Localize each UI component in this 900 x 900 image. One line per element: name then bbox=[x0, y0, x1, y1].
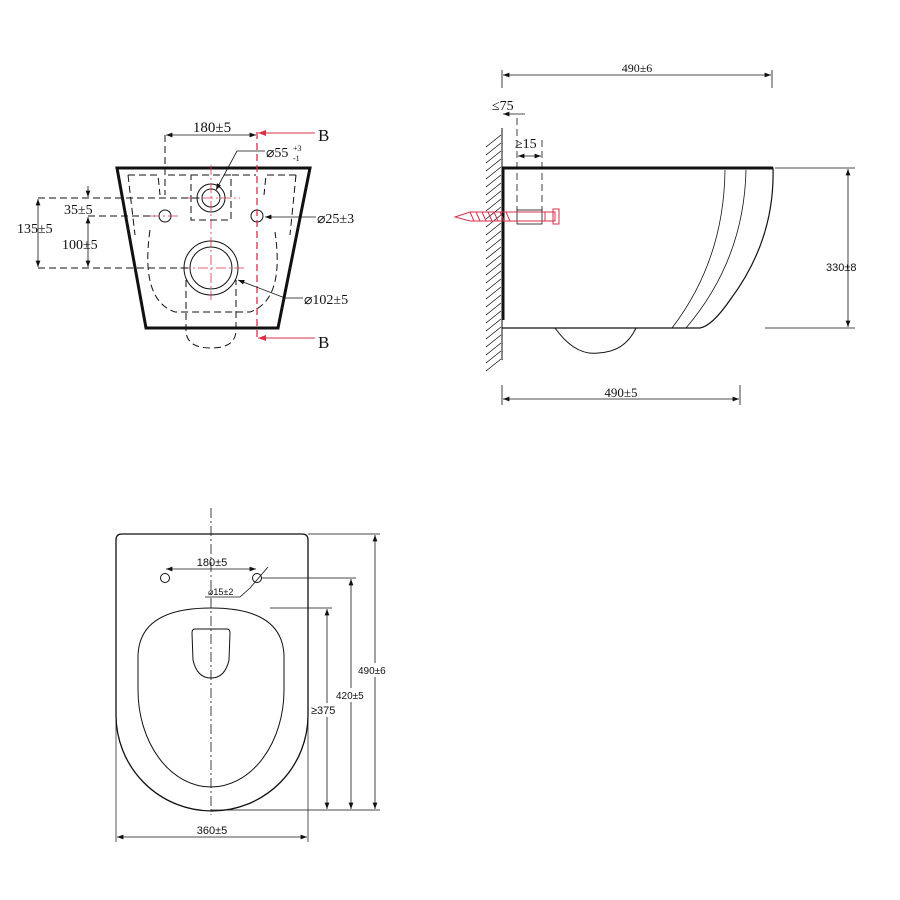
dim-hole-to-front: 420±5 bbox=[336, 691, 364, 702]
dim-outlet: ⌀102±5 bbox=[304, 293, 348, 308]
front-body-outline bbox=[115, 166, 312, 330]
dim-height: 330±8 bbox=[826, 262, 857, 274]
dim-hole-spacing-top: 180±5 bbox=[197, 557, 228, 569]
dim-135: 135±5 bbox=[17, 222, 53, 237]
section-label-top: B bbox=[318, 126, 329, 145]
side-body-outline bbox=[502, 167, 774, 329]
dim-bottom-length: 490±5 bbox=[604, 385, 637, 400]
side-view: ≤75 ≥15 490±6 330±8 490±5 bbox=[453, 61, 857, 405]
seat-outline bbox=[137, 607, 285, 788]
dim-total-length: 490±6 bbox=[358, 666, 386, 677]
wall-hatching bbox=[485, 134, 502, 372]
front-hidden-outlet bbox=[185, 280, 237, 349]
dim-top-length: 490±6 bbox=[622, 61, 653, 75]
front-hidden-trap bbox=[147, 229, 278, 313]
dim-width: 360±5 bbox=[197, 825, 228, 837]
bolt-icon bbox=[453, 208, 560, 225]
top-view: 180±5 ⌀15±2 490±6 420±5 ≥375 360±5 bbox=[115, 508, 393, 842]
dim-bolt-hole: ⌀25±3 bbox=[317, 212, 354, 227]
side-inner-curve-1 bbox=[671, 169, 726, 329]
section-label-bottom: B bbox=[318, 333, 329, 352]
dim-wall-max: ≤75 bbox=[492, 99, 514, 114]
front-view: B B 180±5 ⌀55 +3 -1 ⌀25±3 ⌀102±5 35±5 13… bbox=[17, 120, 354, 352]
dim-100: 100±5 bbox=[62, 238, 98, 253]
dim-35: 35±5 bbox=[64, 203, 93, 218]
bolt-sleeve bbox=[516, 209, 543, 225]
dim-top-hole-tol-lower: -1 bbox=[293, 154, 300, 163]
dim-top-hole: ⌀55 bbox=[266, 146, 288, 161]
dim-hole-spacing-front: 180±5 bbox=[193, 120, 231, 136]
dim-seat-min: ≥375 bbox=[311, 705, 335, 717]
dim-top-hole-tol-upper: +3 bbox=[293, 144, 302, 153]
hatch-lines bbox=[485, 134, 502, 372]
front-centerlines bbox=[150, 165, 245, 300]
dim-min-15: ≥15 bbox=[515, 137, 537, 152]
top-bolt-hole-right bbox=[252, 573, 262, 583]
top-bolt-hole-left bbox=[160, 573, 170, 583]
dim-hole-dia: ⌀15±2 bbox=[208, 587, 233, 597]
top-body-outline bbox=[115, 533, 309, 812]
side-inner-curve-2 bbox=[685, 169, 747, 329]
side-bowl-bottom bbox=[554, 327, 637, 354]
